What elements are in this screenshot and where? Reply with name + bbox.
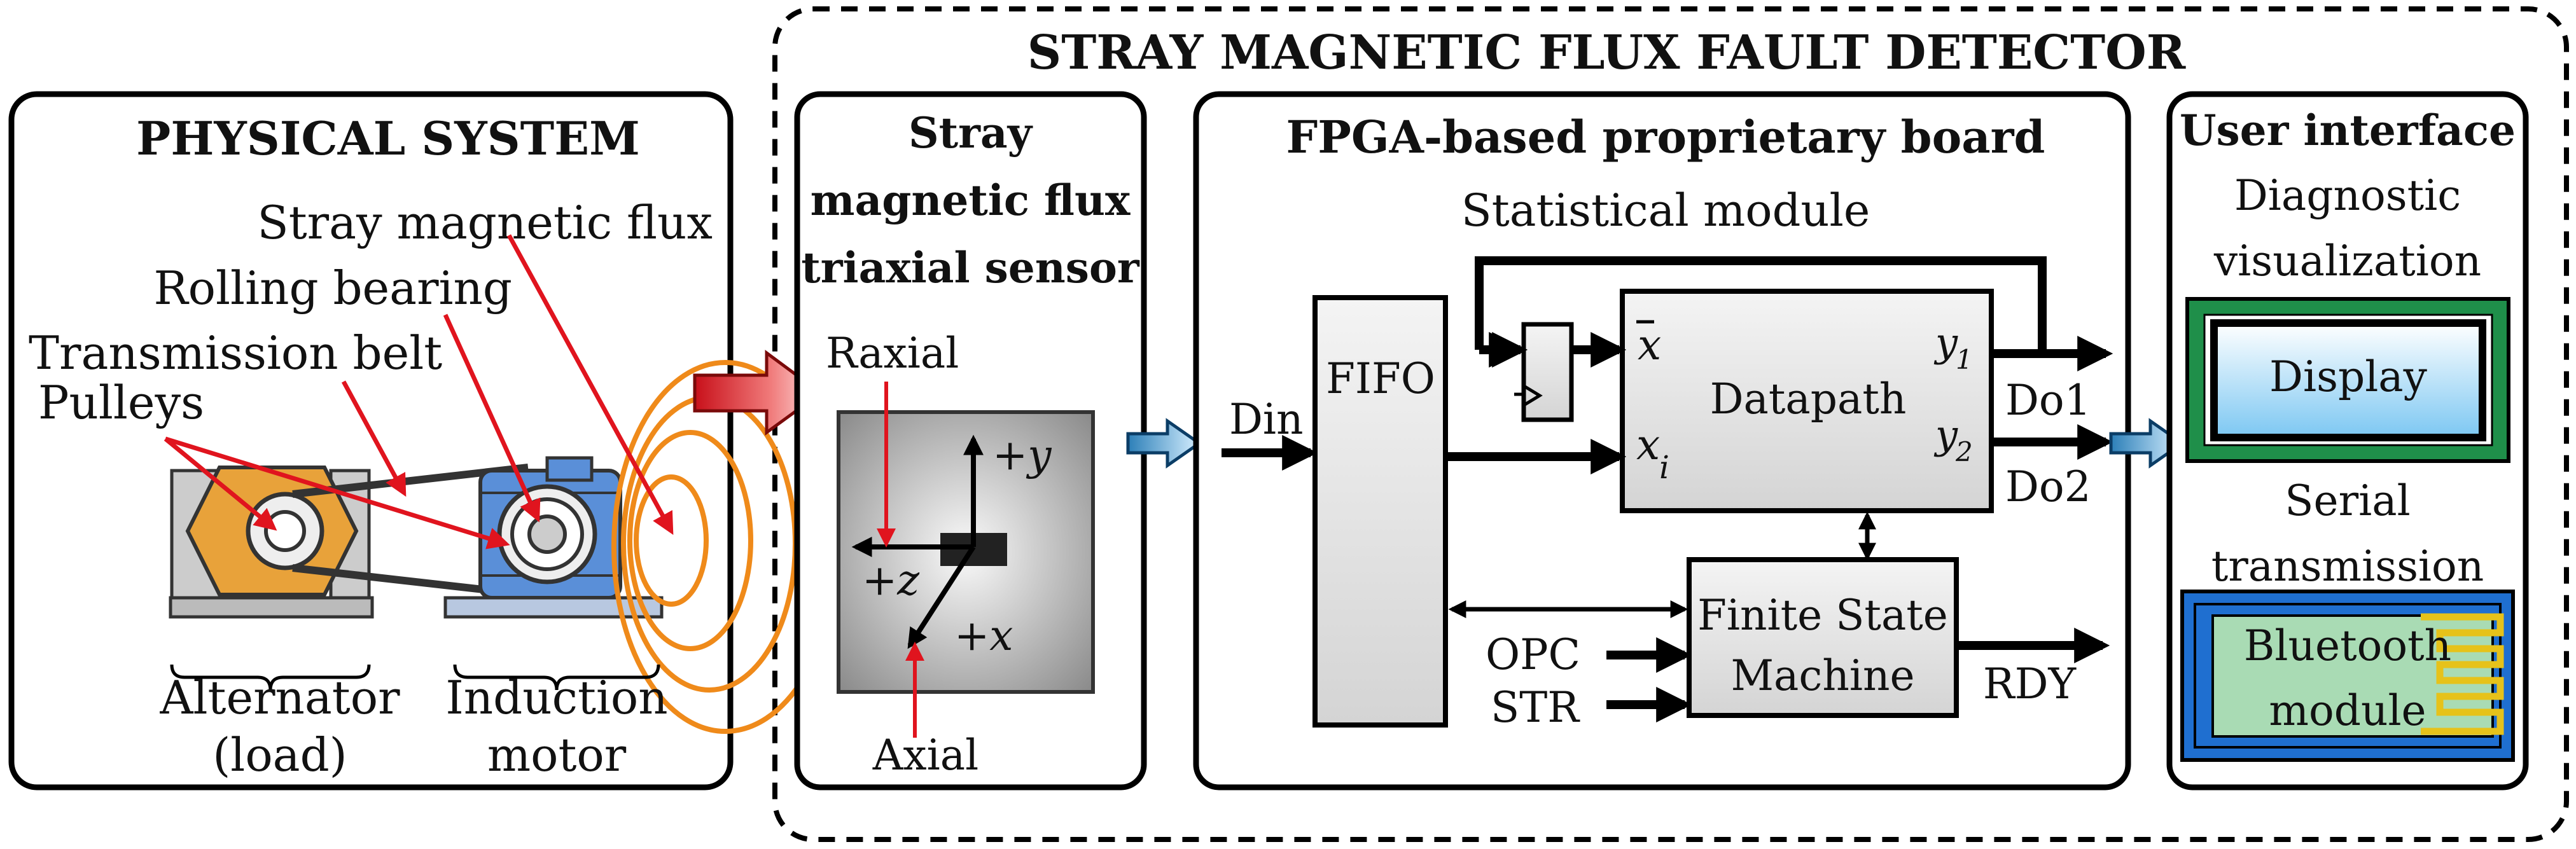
y1-label: y <box>1933 319 1958 366</box>
diag-label-1: Diagnostic <box>2234 171 2461 220</box>
stat-module-label: Statistical module <box>1461 184 1870 237</box>
xi-sub: i <box>1659 449 1669 486</box>
bearing-label: Rolling bearing <box>153 261 512 315</box>
fsm-label-2: Machine <box>1730 651 1914 700</box>
physical-system-title: PHYSICAL SYSTEM <box>136 111 640 165</box>
alternator-icon <box>169 466 374 619</box>
fpga-panel: FPGA-based proprietary board Statistical… <box>1193 91 2131 790</box>
flux-label: Stray magnetic flux <box>257 196 713 249</box>
fpga-to-ui-arrow <box>2109 418 2185 469</box>
motor-icon <box>443 456 664 619</box>
annotation-arrows <box>164 234 674 549</box>
do1-label: Do1 <box>2005 376 2091 425</box>
sensor-title-3: triaxial sensor <box>801 243 1140 293</box>
rdy-label: RDY <box>1983 659 2077 708</box>
serial-label-1: Serial <box>2285 476 2410 525</box>
ui-panel: User interface Diagnostic visualization … <box>2166 91 2529 790</box>
bluetooth-label-1: Bluetooth <box>2244 621 2451 670</box>
axis-z-label: +z <box>862 556 920 605</box>
pulleys-label: Pulleys <box>38 376 204 429</box>
motor-label-1: Induction <box>445 671 667 724</box>
ui-title: User interface <box>2180 106 2516 155</box>
sensor-title-2: magnetic flux <box>811 176 1131 225</box>
motor-label-2: motor <box>487 728 627 782</box>
fifo-label: FIFO <box>1326 354 1435 403</box>
diag-label-2: visualization <box>2213 237 2481 286</box>
fpga-title: FPGA-based proprietary board <box>1286 111 2045 163</box>
register-block <box>1521 322 1574 422</box>
do2-label: Do2 <box>2005 462 2091 511</box>
din-label: Din <box>1229 395 1304 444</box>
sensor-title-1: Stray <box>909 108 1033 158</box>
axial-label: Axial <box>872 731 978 780</box>
axis-y-label: +y <box>992 431 1052 480</box>
y1-sub: 1 <box>1956 344 1973 375</box>
xbar-label: x <box>1638 321 1661 369</box>
fsm-block <box>1687 557 1959 718</box>
str-label: STR <box>1491 683 1580 732</box>
detector-title: STRAY MAGNETIC FLUX FAULT DETECTOR <box>1027 25 2186 80</box>
motor-bracket <box>453 664 660 691</box>
alternator-label-2: (load) <box>212 728 347 782</box>
opc-label: OPC <box>1486 630 1580 679</box>
y2-sub: 2 <box>1955 436 1973 467</box>
datapath-label: Datapath <box>1710 375 1907 424</box>
axis-x-label: +x <box>954 611 1013 660</box>
datapath-block <box>1620 289 1994 513</box>
xi-label: x <box>1636 420 1660 469</box>
alternator-bracket <box>170 664 371 691</box>
fifo-block <box>1312 295 1448 728</box>
belt-label: Transmission belt <box>29 326 442 380</box>
bluetooth-label-2: module <box>2269 686 2426 735</box>
flux-to-sensor-arrow <box>693 350 824 436</box>
raxial-label: Raxial <box>826 329 959 378</box>
stat-feedback-line <box>1475 256 2047 354</box>
y2-label: y <box>1933 411 1958 458</box>
fsm-label-1: Finite State <box>1697 591 1948 640</box>
sensor-to-fpga-arrow <box>1126 418 1202 469</box>
display-label: Display <box>2269 352 2428 401</box>
physical-system-panel: PHYSICAL SYSTEM Stray magnetic flux Roll… <box>8 91 839 790</box>
sensor-panel: Stray magnetic flux triaxial sensor Raxi… <box>794 91 1147 790</box>
serial-label-2: transmission <box>2211 542 2484 591</box>
alternator-label-1: Alternator <box>160 671 401 724</box>
antenna-icon <box>2421 613 2504 735</box>
display-screen <box>2210 319 2486 441</box>
